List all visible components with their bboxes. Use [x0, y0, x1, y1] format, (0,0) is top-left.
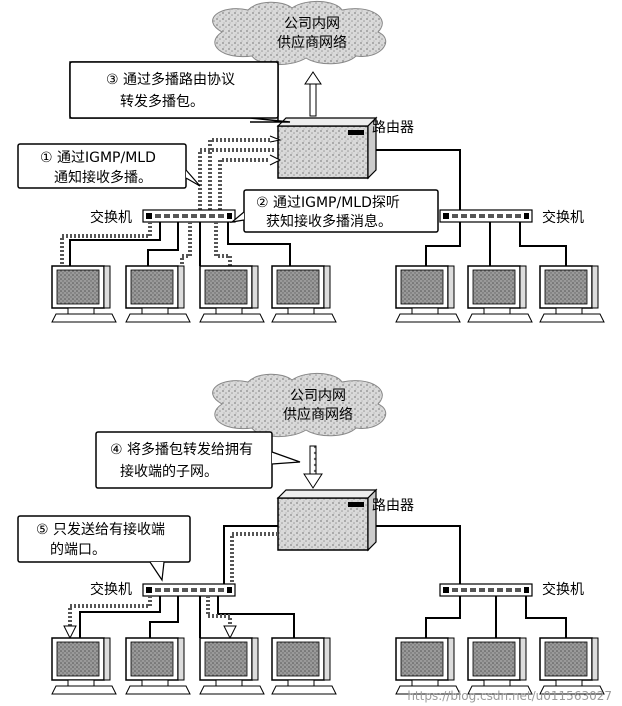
top-receiver-paths: [60, 222, 232, 266]
watermark: https://blog.csdn.net/u011563027: [407, 689, 612, 703]
bottom-router: [277, 489, 377, 551]
bottom-pc-6: [467, 637, 533, 695]
top-pc-2: [125, 265, 191, 323]
bottom-pc-7: [539, 637, 605, 695]
bottom-cloud-line1: 公司内网: [290, 388, 346, 404]
bottom-left-switch: [142, 583, 236, 597]
top-multicast-paths: [198, 135, 282, 210]
bottom-diagram: 公司内网 供应商网络 路由器 交换机 交换机: [17, 373, 605, 695]
bottom-pc-1: [51, 637, 117, 695]
bottom-right-switch: [439, 583, 533, 597]
top-cloud-line1: 公司内网: [284, 16, 340, 32]
bottom-receiver-paths: [68, 596, 232, 628]
bottom-pc-3: [199, 637, 265, 695]
bottom-arrow-pc3: [223, 625, 237, 640]
top-cloud-line2: 供应商网络: [277, 34, 347, 51]
callout4-line1: ④ 将多播包转发给拥有: [110, 441, 253, 458]
top-pc-4: [271, 265, 337, 323]
bottom-router-right-link: [376, 525, 461, 586]
bottom-left-pc-links: [79, 596, 295, 638]
top-left-switch-label: 交换机: [90, 209, 132, 226]
bottom-pc-4: [271, 637, 337, 695]
callout2-line2: 获知接收多播消息。: [266, 213, 392, 230]
top-cloud: 公司内网 供应商网络: [212, 1, 387, 65]
bottom-pc-5: [395, 637, 461, 695]
bottom-cloud: 公司内网 供应商网络: [212, 373, 387, 437]
callout5-line2: 的端口。: [50, 542, 106, 558]
top-pc-6: [467, 265, 533, 323]
top-callout-3: ③ 通过多播路由协议 转发多播包。: [69, 61, 291, 123]
callout1-line2: 通知接收多播。: [54, 169, 152, 186]
callout3-line2: 转发多播包。: [120, 93, 204, 110]
top-left-pc-links: [69, 222, 291, 266]
top-router: [277, 117, 377, 179]
bottom-right-pc-links: [425, 596, 567, 638]
bottom-router-left-multicast: [230, 532, 278, 584]
top-diagram: 公司内网 供应商网络 路由器 交换机 交换机: [17, 1, 605, 323]
callout4-line2: 接收端的子网。: [120, 463, 218, 480]
callout5-line1: ⑤ 只发送给有接收端: [36, 521, 165, 538]
top-right-switch-label: 交换机: [542, 209, 584, 226]
bottom-left-switch-label: 交换机: [90, 581, 132, 598]
top-pc-1: [51, 265, 117, 323]
top-callout-1: ① 通过IGMP/MLD 通知接收多播。: [17, 143, 201, 189]
bottom-callout-5: ⑤ 只发送给有接收端 的端口。: [17, 515, 191, 582]
top-pc-5: [395, 265, 461, 323]
top-router-right-link: [376, 149, 461, 212]
bottom-router-label: 路由器: [372, 498, 414, 514]
bottom-cloud-line2: 供应商网络: [283, 406, 353, 423]
bottom-down-arrow: [303, 445, 323, 489]
top-pc-3: [199, 265, 265, 323]
callout3-line1: ③ 通过多播路由协议: [106, 71, 235, 88]
callout1-line1: ① 通过IGMP/MLD: [40, 150, 156, 166]
bottom-arrow-pc1: [63, 625, 77, 640]
bottom-callout-4: ④ 将多播包转发给拥有 接收端的子网。: [95, 431, 301, 489]
top-right-switch: [439, 209, 533, 223]
bottom-pc-2: [125, 637, 191, 695]
top-right-pc-links: [425, 222, 567, 266]
top-pc-7: [539, 265, 605, 323]
top-router-label: 路由器: [372, 120, 414, 136]
callout2-line1: ② 通过IGMP/MLD探听: [256, 195, 400, 211]
bottom-router-left-link: [223, 525, 278, 584]
bottom-right-switch-label: 交换机: [542, 581, 584, 598]
top-left-switch: [142, 209, 236, 223]
top-up-arrow: [304, 71, 322, 117]
top-callout-2: ② 通过IGMP/MLD探听 获知接收多播消息。: [229, 189, 439, 233]
